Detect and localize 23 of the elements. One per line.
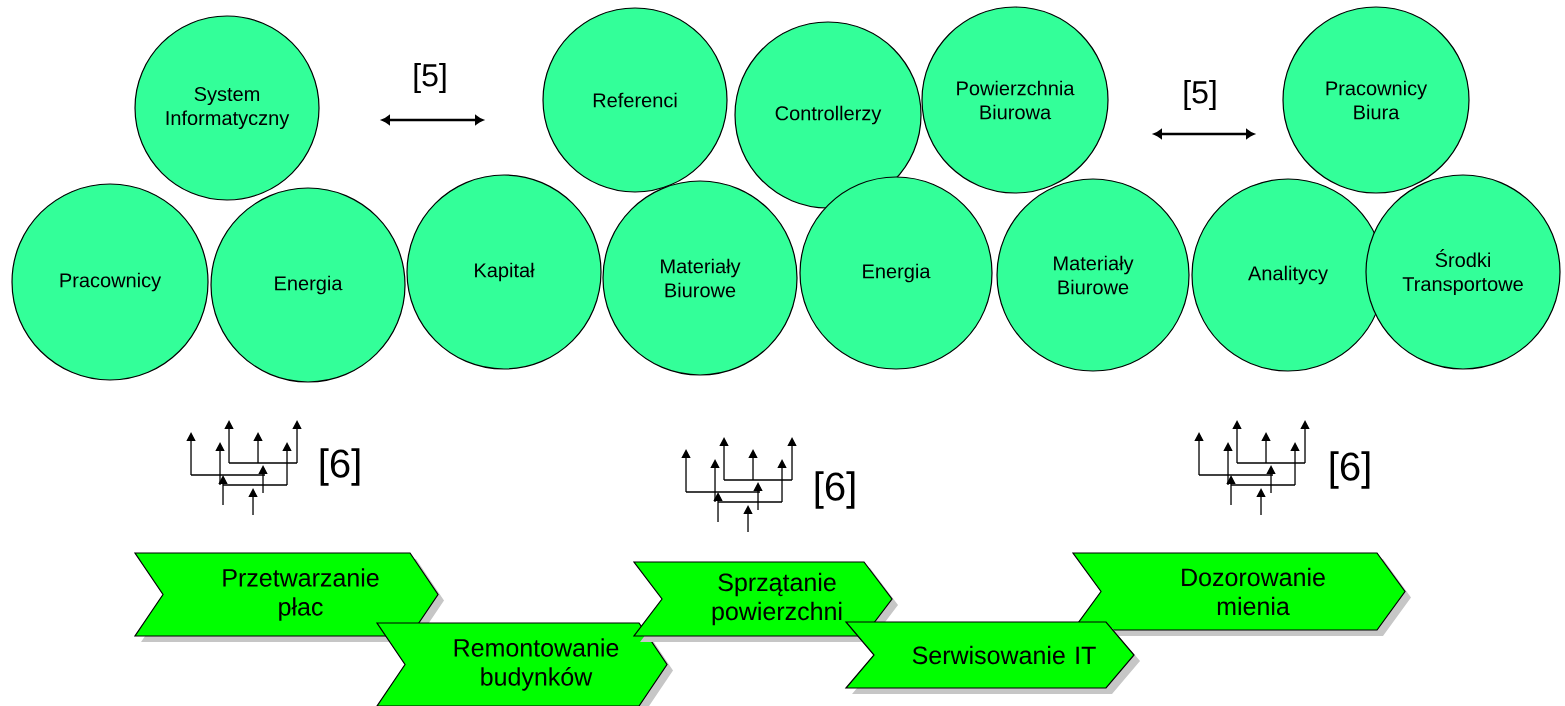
circle-node: System Informatyczny: [134, 15, 320, 201]
reference-label: [6]: [1330, 451, 1370, 489]
circle-node: Energia: [210, 187, 406, 383]
chevron-node: Sprzątanie powierzchni: [632, 561, 898, 642]
chevron-node: Serwisowanie IT: [844, 621, 1140, 694]
circle-node: Kapitał: [406, 174, 602, 370]
chevron-node: Remontowanie budynków: [375, 622, 673, 706]
circle-node: Pracownicy: [11, 183, 209, 381]
circle-node: Pracownicy Biura: [1282, 6, 1470, 194]
circle-node: Controllerzy: [734, 21, 922, 209]
circle-node: Środki Transportowe: [1365, 174, 1561, 370]
circle-node: Materiały Biurowe: [602, 180, 798, 376]
chevron-node: Przetwarzanie płac: [133, 552, 444, 642]
chevron-node: Dozorowanie mienia: [1071, 552, 1411, 636]
circle-node: Energia: [799, 176, 993, 370]
reference-label: [5]: [414, 63, 446, 93]
circle-node: Powierzchnia Biurowa: [921, 6, 1109, 194]
reference-label: [5]: [1184, 80, 1216, 110]
circle-node: Analitycy: [1191, 178, 1385, 372]
reference-label: [6]: [320, 448, 360, 486]
circle-node: Referenci: [542, 7, 728, 193]
reference-label: [6]: [815, 471, 855, 509]
circle-node: Materiały Biurowe: [996, 178, 1190, 372]
